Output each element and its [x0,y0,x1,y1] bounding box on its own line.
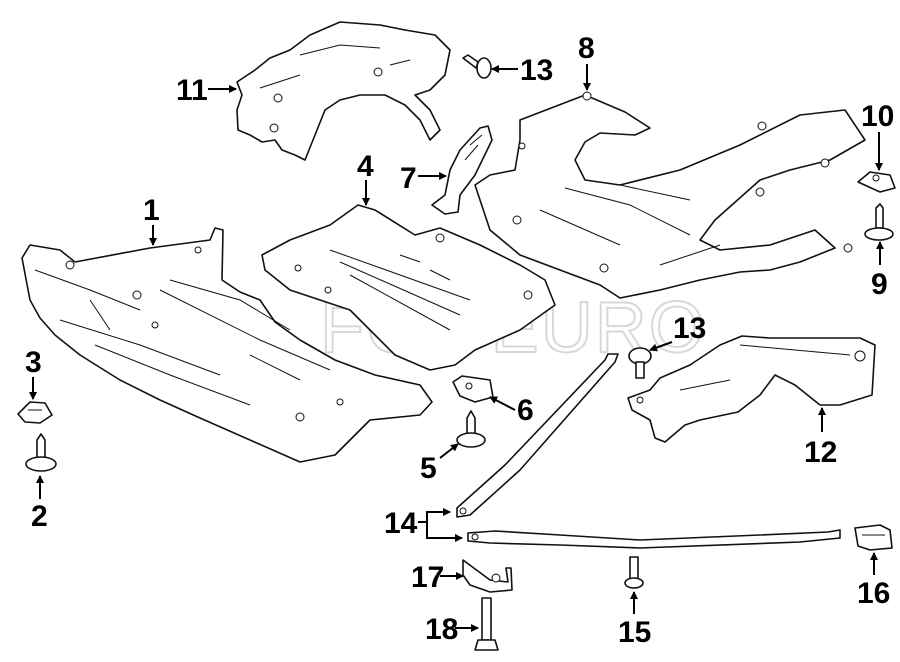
part-14-strut-brace[interactable] [456,353,841,549]
part-16-clip[interactable] [854,524,893,551]
part-12-side-shield-right[interactable] [627,335,876,443]
part-4-center-undercover[interactable] [261,204,556,371]
callout-11: 11 [176,74,208,107]
callout-18: 18 [425,613,458,646]
part-6-clip-nut[interactable] [452,375,494,403]
part-8-rear-undercover[interactable] [474,91,866,299]
callout-10: 10 [861,100,894,133]
part-13-push-clip-lower[interactable] [628,347,652,379]
part-2-screw[interactable] [25,433,57,472]
part-13-push-clip-upper[interactable] [462,54,492,79]
callout-labels: 1 2 3 4 5 6 7 8 9 10 11 12 13 13 14 15 1… [25,32,894,649]
part-1-front-splash-shield[interactable] [21,227,433,463]
callout-13-lower: 13 [673,312,706,345]
part-9-screw[interactable] [864,203,894,241]
callout-17: 17 [411,561,444,594]
part-10-clip-nut[interactable] [857,171,896,193]
callout-5: 5 [420,452,437,485]
callout-14: 14 [384,507,418,540]
callout-6: 6 [517,394,534,427]
callout-16: 16 [857,577,890,610]
callout-8: 8 [578,32,595,65]
part-18-bolt[interactable] [474,597,499,651]
callout-4: 4 [357,150,374,183]
part-17-bracket[interactable] [462,559,513,593]
callout-arrows [29,64,884,632]
callout-13-upper: 13 [520,54,553,87]
part-15-bolt[interactable] [624,556,644,589]
callout-12: 12 [804,436,837,469]
callout-1: 1 [143,194,160,227]
callout-3: 3 [25,346,42,379]
part-3-clip-nut[interactable] [17,401,53,424]
callout-2: 2 [31,500,48,533]
part-11-side-shield-left[interactable] [236,21,451,161]
callout-9: 9 [871,268,888,301]
callout-7: 7 [400,162,417,195]
part-5-screw[interactable] [456,410,486,448]
callout-15: 15 [618,616,651,649]
part-7-bracket[interactable] [431,125,493,215]
